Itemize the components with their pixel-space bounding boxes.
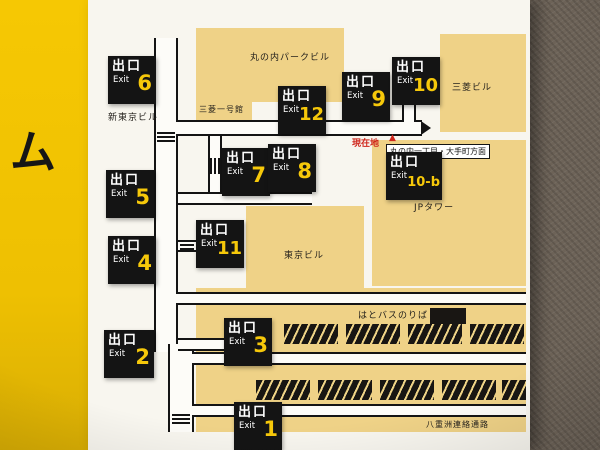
bus-bay-block (256, 380, 310, 400)
exit-label-jp: 出口 (108, 333, 139, 348)
exit-box-5: 出口 Exit 5 (106, 170, 154, 218)
building-label-shin-tokyo: 新東京ビル (108, 113, 159, 123)
exit-box-10: 出口 Exit 10 (392, 57, 440, 105)
exit-label-en: Exit (273, 163, 290, 173)
exit-number: 5 (135, 185, 150, 209)
bus-bay-block (318, 380, 372, 400)
exit-label-en: Exit (113, 75, 130, 85)
building-label-tokyo: 東京ビル (284, 251, 325, 261)
exit-box-4: 出口 Exit 4 (108, 236, 156, 284)
bus-bay-block (284, 324, 338, 344)
exit-box-10b: 出口 Exit 10-b (386, 152, 442, 200)
building-block-mitsubishi (440, 34, 526, 132)
exit-label-jp: 出口 (200, 223, 231, 238)
stairs-icon (210, 158, 220, 174)
direction-arrow-icon (421, 121, 431, 135)
exit-box-11: 出口 Exit 11 (196, 220, 244, 268)
exit-label-jp: 出口 (226, 151, 257, 166)
exit-label-en: Exit (229, 337, 246, 347)
exit10-stub-corridor (402, 104, 416, 122)
exit-label-en: Exit (227, 167, 244, 177)
building-label-hato-bus: はとバスのりば (358, 311, 429, 321)
exit-box-1: 出口 Exit 1 (234, 402, 282, 450)
exit-number: 8 (297, 159, 312, 183)
building-block-mitsubishi-ichigokan (196, 98, 252, 122)
exit-label-jp: 出口 (346, 75, 377, 90)
exit-label-jp: 出口 (272, 147, 303, 162)
exit-number: 1 (263, 417, 278, 441)
exit3-corridor (178, 338, 224, 351)
bus-road-2 (192, 352, 526, 365)
exit-box-2: 出口 Exit 2 (104, 330, 154, 378)
exit-number: 3 (253, 333, 268, 357)
exit-number: 9 (371, 87, 386, 111)
exit-label-en: Exit (111, 189, 128, 199)
exit-label-en: Exit (201, 239, 218, 249)
exit-number: 6 (137, 71, 152, 95)
exit-box-12: 出口 Exit 12 (278, 86, 326, 134)
exit-box-6: 出口 Exit 6 (108, 56, 156, 104)
building-label-yaesu-passage: 八重洲連絡通路 (426, 420, 489, 429)
exit-box-8: 出口 Exit 8 (268, 144, 316, 192)
exit-number: 10-b (407, 175, 440, 190)
stairs-icon (157, 132, 175, 142)
exit-label-jp: 出口 (228, 321, 259, 336)
exit-label-jp: 出口 (282, 89, 313, 104)
exit-label-en: Exit (239, 421, 256, 431)
exit-box-3: 出口 Exit 3 (224, 318, 272, 366)
exit-number: 4 (137, 251, 152, 275)
exit-label-jp: 出口 (390, 155, 421, 170)
exit-label-en: Exit (397, 76, 414, 86)
stairs-icon (172, 414, 190, 424)
building-label-jp-tower: JPタワー (414, 203, 455, 213)
current-location-label: 現在地 (352, 139, 380, 149)
bus-bay-block (502, 380, 526, 400)
exit-label-jp: 出口 (112, 239, 143, 254)
exit-label-jp: 出口 (110, 173, 141, 188)
exit-box-7: 出口 Exit 7 (222, 148, 270, 196)
exit-label-en: Exit (347, 91, 364, 101)
bus-bay-block (408, 324, 462, 344)
building-label-marunouchi-park: 丸の内パークビル (250, 53, 331, 63)
exit-label-en: Exit (109, 349, 126, 359)
exit-label-en: Exit (283, 105, 300, 115)
bus-bay-block (346, 324, 400, 344)
exit-number: 2 (135, 345, 150, 369)
stairs-icon (180, 242, 194, 250)
bus-road-1 (176, 292, 526, 305)
building-block-tokyo (246, 206, 364, 290)
exit-label-jp: 出口 (238, 405, 269, 420)
exit-label-en: Exit (391, 171, 408, 181)
exit-number: 12 (298, 104, 324, 125)
exit-number: 11 (216, 238, 242, 259)
bus-bay-block (470, 324, 524, 344)
building-label-mitsubishi: 三菱ビル (452, 83, 493, 93)
exit-number: 10 (412, 75, 438, 96)
exit-number: 7 (251, 163, 266, 187)
exit-label-en: Exit (113, 255, 130, 265)
exit-label-jp: 出口 (112, 59, 143, 74)
bus-bay-block (380, 380, 434, 400)
bus-structure-block (430, 308, 466, 324)
exit-box-9: 出口 Exit 9 (342, 72, 390, 120)
exit-label-jp: 出口 (396, 60, 427, 75)
main-vertical-corridor (154, 38, 178, 352)
side-partial-text: ム (10, 125, 56, 179)
bus-bay-block (442, 380, 496, 400)
building-label-mitsubishi-ichigokan: 三菱一号館 (199, 105, 244, 114)
current-location-marker-icon: ▲ (389, 133, 396, 143)
sign-yellow-border: ム (0, 0, 88, 450)
